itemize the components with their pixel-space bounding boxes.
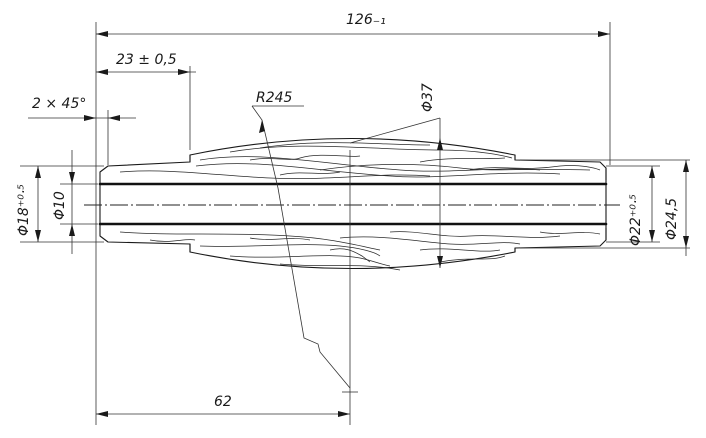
radius-label: R245 [256,90,293,106]
dimension-lines [28,31,689,417]
max-diameter-label: Φ37 [420,83,436,112]
right-end-diameter-label: Φ24,5 [664,198,680,240]
half-length-label: 62 [214,394,232,410]
overall-length-label: 126₋₁ [346,12,386,28]
chamfer-label: 2 × 45° [32,96,86,112]
central-bore [84,182,620,226]
right-neck-diameter-label: Φ22⁺⁰·⁵ [628,194,644,246]
wood-grain [119,142,601,271]
dimension-labels: 126₋₁ 23 ± 0,5 2 × 45° R245 Φ37 Φ18⁺⁰·⁵ … [16,12,680,410]
part-body [99,137,607,270]
shoulder-length-label: 23 ± 0,5 [116,52,177,68]
extension-lines [20,22,690,425]
left-end-diameter-label: Φ18⁺⁰·⁵ [16,184,32,236]
bore-diameter-label: Φ10 [52,191,68,220]
